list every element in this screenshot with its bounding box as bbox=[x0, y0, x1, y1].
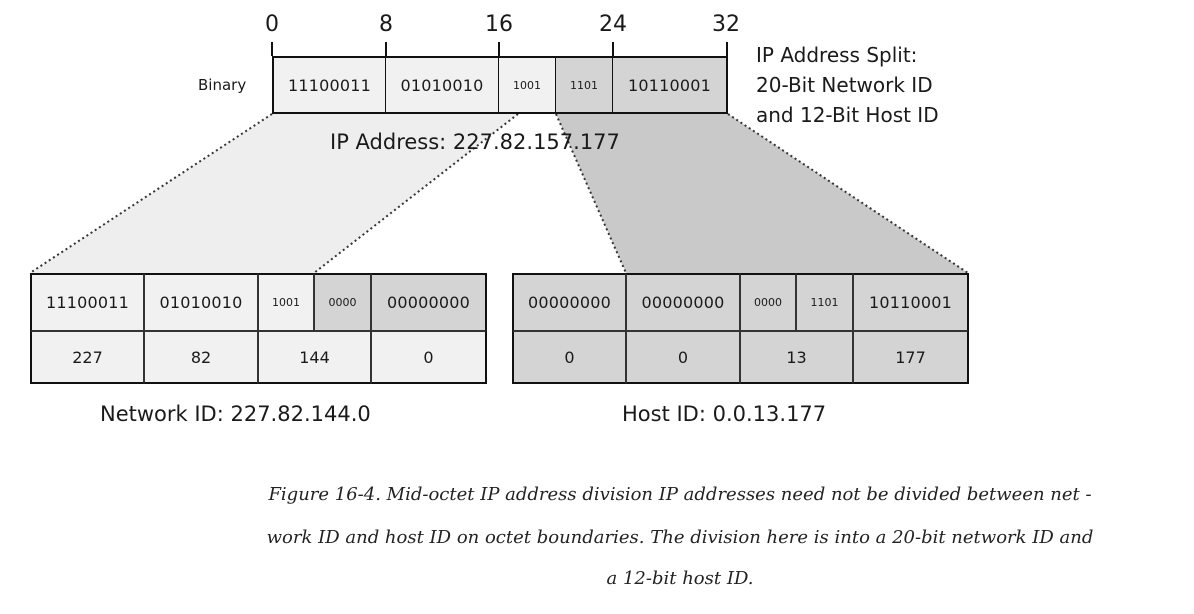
bit-tick-24: 24 bbox=[599, 12, 627, 37]
host-octet-4-decimal: 177 bbox=[853, 331, 969, 384]
ip-octet-4-bits: 10110001 bbox=[613, 56, 728, 114]
host-octet-2-decimal: 0 bbox=[626, 331, 740, 384]
network-octet-2-bits: 01010010 bbox=[144, 273, 258, 331]
tick-mark bbox=[385, 42, 387, 56]
tick-mark bbox=[726, 42, 728, 56]
host-projection-shade bbox=[556, 114, 968, 273]
split-note-line-1: IP Address Split: bbox=[756, 43, 918, 67]
host-octet-1-bits: 00000000 bbox=[512, 273, 626, 331]
bit-tick-16: 16 bbox=[485, 12, 513, 37]
caption-line-3: a 12-bit host ID. bbox=[606, 568, 754, 589]
tick-mark bbox=[271, 42, 273, 56]
network-octet-3-zero-bits: 0000 bbox=[314, 273, 371, 331]
network-octet-2-decimal: 82 bbox=[144, 331, 258, 384]
host-octet-4-bits: 10110001 bbox=[853, 273, 969, 331]
tick-mark bbox=[612, 42, 614, 56]
host-octet-2-bits: 00000000 bbox=[626, 273, 740, 331]
ip-address-label: IP Address: 227.82.157.177 bbox=[330, 130, 620, 154]
binary-row-label: Binary bbox=[198, 76, 247, 94]
ip-octet-3-network-bits: 1001 bbox=[499, 56, 556, 114]
caption-line-1: Figure 16-4. Mid-octet IP address divisi… bbox=[268, 484, 1092, 505]
network-octet-1-decimal: 227 bbox=[30, 331, 144, 384]
network-octet-3-decimal: 144 bbox=[258, 331, 371, 384]
network-guide-left bbox=[29, 113, 273, 274]
tick-mark bbox=[498, 42, 500, 56]
host-octet-3-decimal: 13 bbox=[740, 331, 853, 384]
split-note-line-3: and 12-Bit Host ID bbox=[756, 103, 939, 127]
bit-tick-8: 8 bbox=[379, 12, 393, 37]
network-octet-4-decimal: 0 bbox=[371, 331, 487, 384]
split-note-line-2: 20-Bit Network ID bbox=[756, 73, 933, 97]
ip-octet-2-bits: 01010010 bbox=[386, 56, 499, 114]
ip-octet-3-host-bits: 1101 bbox=[556, 56, 613, 114]
host-guide-left bbox=[555, 113, 627, 274]
split-note: IP Address Split: 20-Bit Network ID and … bbox=[756, 40, 939, 130]
bit-tick-0: 0 bbox=[265, 12, 279, 37]
ip-octet-1-bits: 11100011 bbox=[272, 56, 386, 114]
network-octet-3-network-bits: 1001 bbox=[258, 273, 314, 331]
host-octet-3-zero-bits: 0000 bbox=[740, 273, 796, 331]
bit-tick-32: 32 bbox=[712, 12, 740, 37]
host-octet-3-host-bits: 1101 bbox=[796, 273, 853, 331]
network-guide-right bbox=[313, 113, 519, 274]
network-projection-shade bbox=[30, 114, 518, 273]
network-octet-1-bits: 11100011 bbox=[30, 273, 144, 331]
host-id-label: Host ID: 0.0.13.177 bbox=[622, 402, 827, 426]
network-octet-4-bits: 00000000 bbox=[371, 273, 487, 331]
network-id-label: Network ID: 227.82.144.0 bbox=[100, 402, 371, 426]
caption-line-2: work ID and host ID on octet boundaries.… bbox=[266, 527, 1094, 548]
host-octet-1-decimal: 0 bbox=[512, 331, 626, 384]
